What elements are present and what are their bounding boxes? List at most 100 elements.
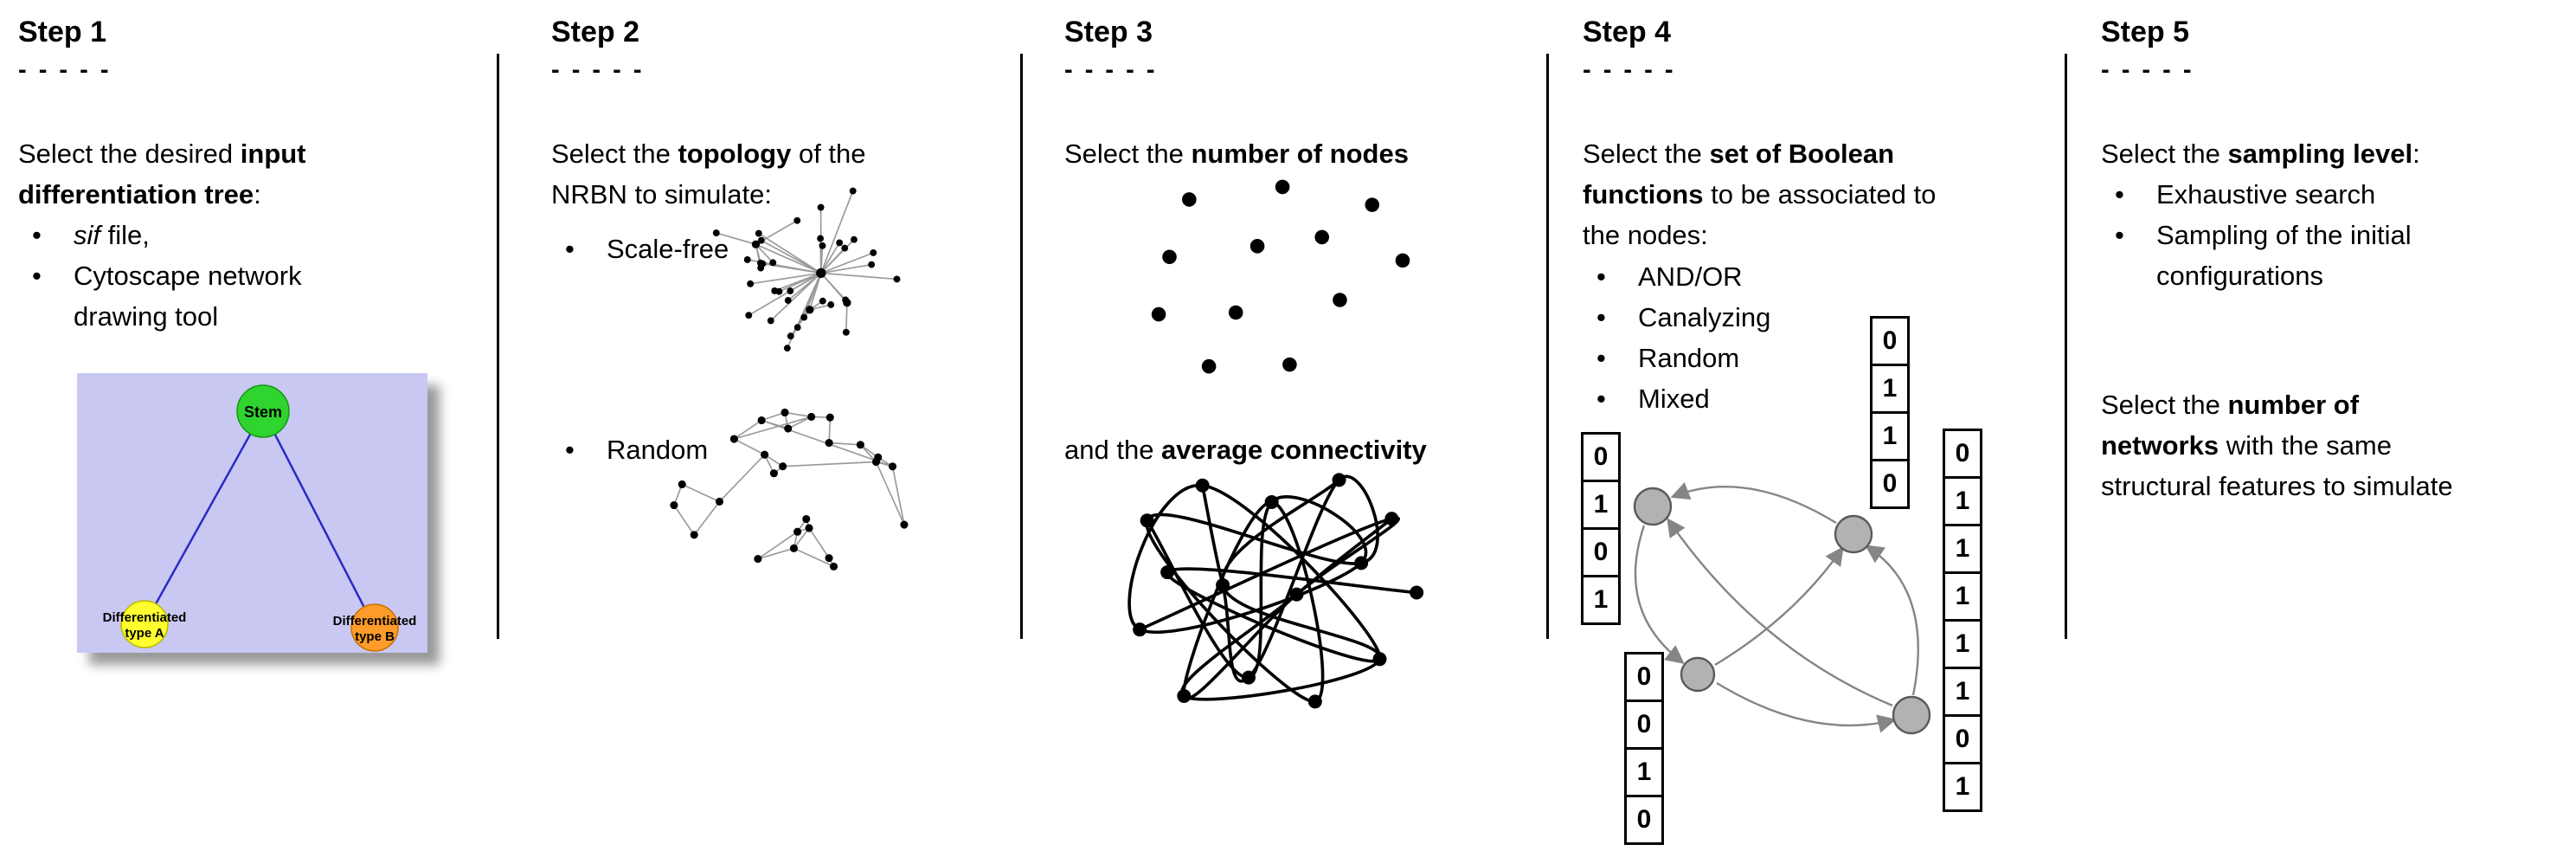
text-segment-bold: number of [2227,390,2360,420]
text-segment: Select the [551,139,678,169]
bullet-icon [18,255,74,337]
stem-label: Stem [244,403,282,421]
truth-table-cell: 1 [1581,575,1621,625]
step3-title: Step 3 [1064,16,1153,48]
truth-table-cell: 1 [1943,667,1982,717]
step5-column: Step 5 - - - - - Select the sampling lev… [2101,0,2573,851]
step5-title: Step 5 [2101,16,2190,48]
step3-instruction-connectivity: and the average connectivity [1064,429,1427,470]
truth-table-cell: 1 [1624,747,1664,797]
step5-options: Exhaustive search Sampling of the initia… [2101,174,2573,296]
text-segment: Select the [1064,139,1192,169]
text-segment: structural features to simulate [2101,471,2453,501]
option-label: Random [607,435,709,465]
text-segment: the nodes: [1583,220,1708,250]
bullet-icon [18,215,74,255]
option-scale-free: Scale-free [551,229,1023,269]
boolean-network-svg [1633,481,1931,735]
network-edge-arrow [1667,518,1893,707]
truth-table-cell: 1 [1870,364,1910,414]
bullet-icon [2101,215,2156,296]
tree-edge [143,410,265,625]
step4-title: Step 4 [1583,16,1672,48]
step1-dashes: - - - - - [18,56,112,84]
option-canalyzing: Canalyzing [1583,297,2054,338]
text-segment: configurations [2156,261,2324,291]
network-node [1633,487,1673,526]
column-divider [1546,54,1549,639]
step1-column: Step 1 - - - - - Select the desired inpu… [18,0,490,337]
truth-table-cell: 0 [1870,459,1910,509]
type-a-label: type A [125,626,164,641]
option-label: Exhaustive search [2156,179,2376,210]
column-divider [497,54,499,639]
step3-instruction-nodes: Select the number of nodes [1064,133,1536,174]
truth-table-cell: 1 [1870,411,1910,461]
option-label: Random [1638,343,1740,373]
text-segment-bold: sampling level [2227,139,2413,169]
column-divider [1020,54,1023,639]
truth-table-cell: 1 [1581,480,1621,530]
text-segment: and the [1064,435,1162,465]
type-a-node [120,600,169,648]
step2-dashes: - - - - - [551,56,645,84]
text-segment: Select the [2101,390,2228,420]
text-segment-bold: functions [1583,179,1704,210]
nodes-dots-graphic [1151,179,1410,374]
text-segment-italic: sif [74,220,100,250]
step1-title: Step 1 [18,16,107,48]
text-segment: Select the [1583,139,1710,169]
stem-node [236,384,290,438]
network-edge-arrow [1716,681,1897,733]
type-b-label: Differentiated [333,614,417,629]
network-edge-arrow [1865,545,1919,696]
network-node [1892,695,1931,735]
truth-table-left: 0 1 0 1 [1581,432,1621,625]
text-segment: Select the [2101,139,2228,169]
step3-column: Step 3 - - - - - Select the number of no… [1064,0,1536,851]
option-random: Random [551,429,1023,470]
option-mixed: Mixed [1583,378,2054,419]
type-b-label: type B [355,629,395,644]
bullet-icon [551,429,607,470]
text-segment-bold: average connectivity [1161,435,1427,465]
truth-table-cell: 0 [1581,527,1621,577]
option-random-functions: Random [1583,338,2054,378]
text-segment: of the [791,139,866,169]
network-node [1834,514,1873,554]
text-segment-bold: number of nodes [1191,139,1409,169]
step5-instruction: Select the sampling level: [2101,133,2573,174]
step4-dashes: - - - - - [1583,56,1676,84]
truth-table-cell: 0 [1943,429,1982,479]
bullet-icon [1583,256,1638,297]
differentiation-tree-graphic: Stem Differentiated type A Differentiate… [77,373,427,653]
text-segment-bold: differentiation tree [18,179,254,210]
text-segment: with the same [2219,430,2392,461]
type-a-label: Differentiated [103,610,187,625]
truth-table-cell: 1 [1943,571,1982,622]
text-segment: Cytoscape network [74,261,302,291]
text-segment: : [2412,139,2420,169]
option-label: AND/OR [1638,261,1743,292]
option-label: Mixed [1638,384,1710,414]
truth-table-cell: 0 [1624,795,1664,845]
text-segment: NRBN to simulate: [551,179,772,210]
bullet-icon [2101,174,2156,215]
column-divider [2065,54,2067,639]
random-network-graphic [670,408,909,571]
connectivity-network-graphic [1127,473,1424,709]
text-segment-bold: input [240,139,306,169]
step2-title: Step 2 [551,16,640,48]
option-label: Canalyzing [1638,302,1771,332]
network-edge-arrow [1714,546,1844,667]
step2-column: Step 2 - - - - - Select the topology of … [551,0,1023,470]
text-segment: Select the desired [18,139,241,169]
truth-table-cell: 1 [1943,524,1982,574]
truth-table-cell: 0 [1581,432,1621,482]
text-segment: : [254,179,261,210]
